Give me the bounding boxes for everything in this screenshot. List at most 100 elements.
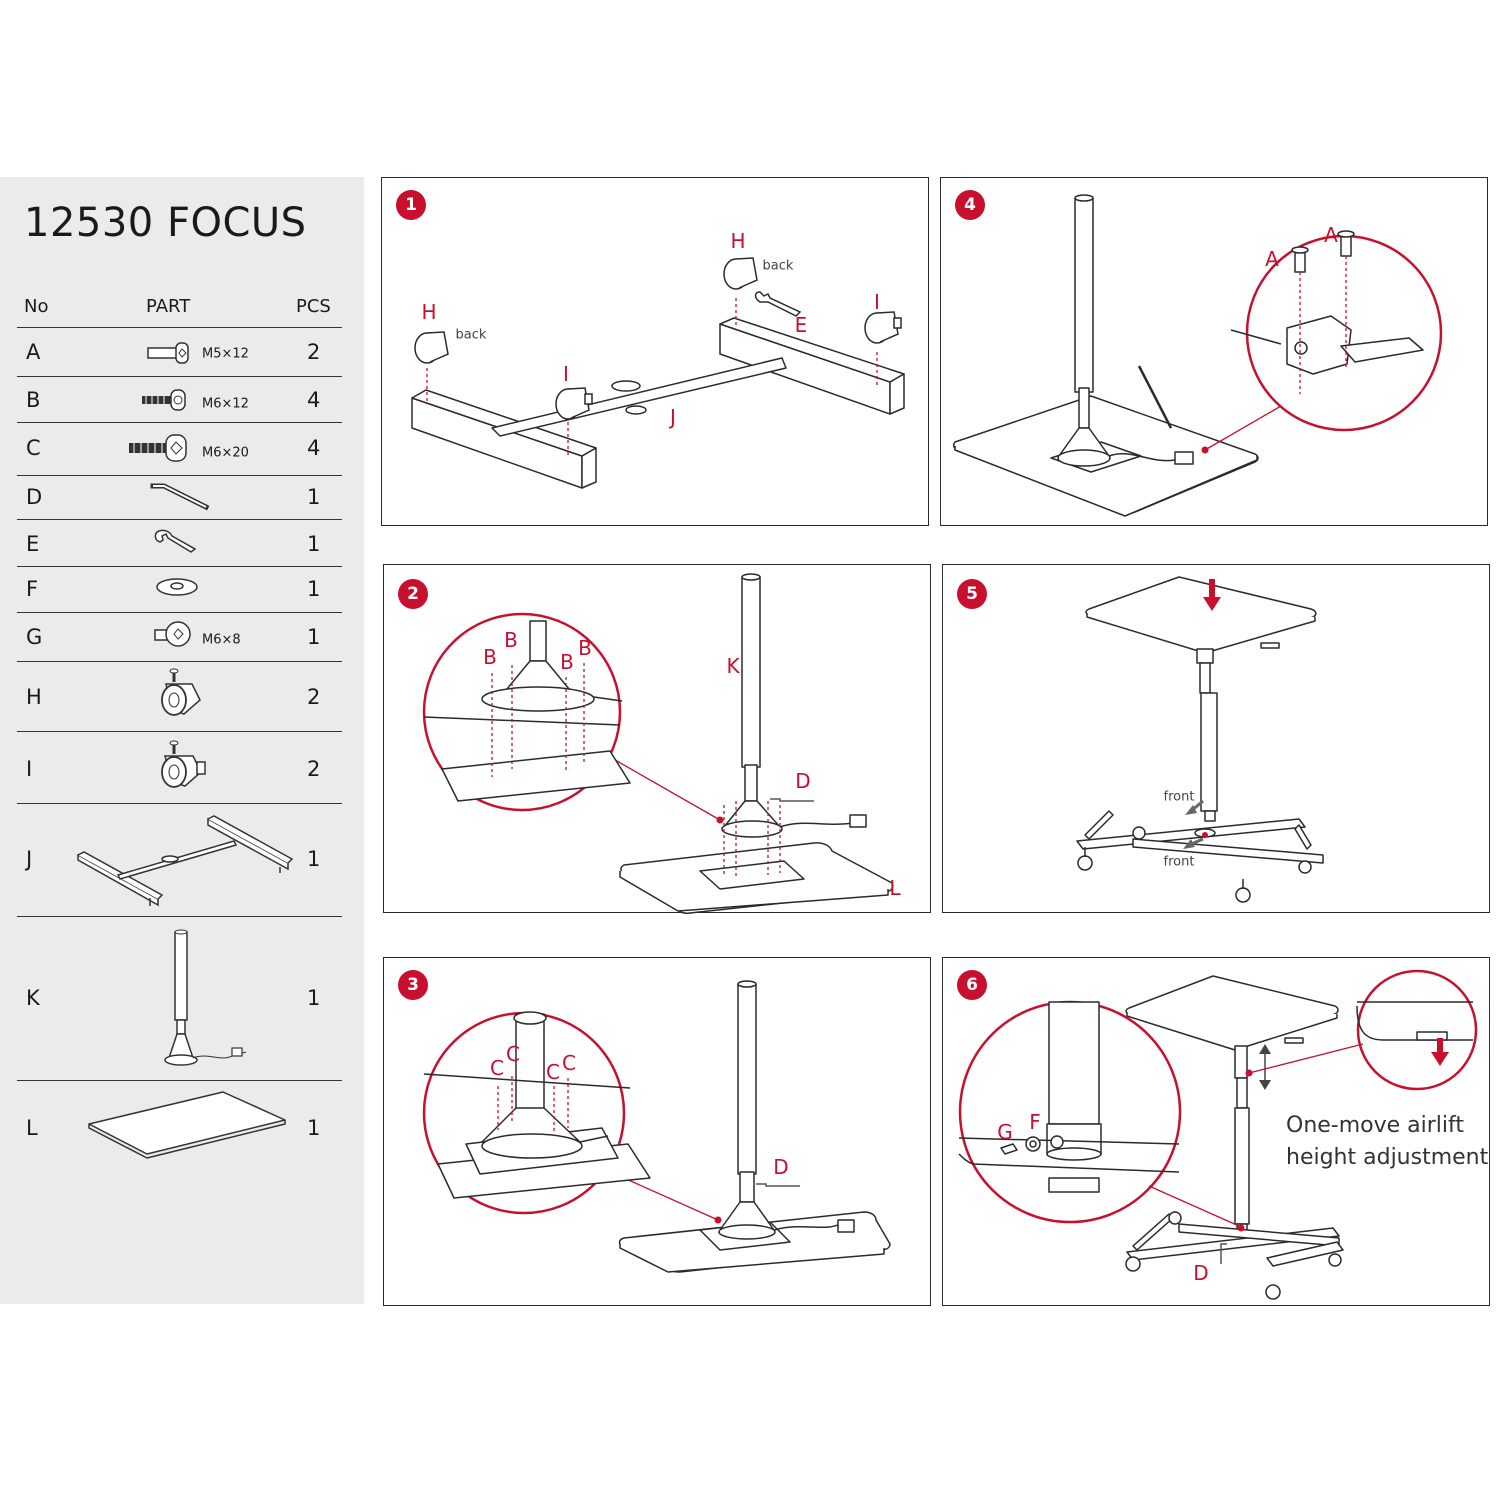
- callout-d: D: [1193, 1261, 1209, 1285]
- column-header-pcs: PCS: [296, 296, 331, 317]
- part-quantity: 1: [307, 986, 321, 1010]
- table-rule: [17, 327, 342, 328]
- callout-c: C: [490, 1056, 504, 1080]
- short-bolt-icon: [147, 342, 189, 364]
- table-rule: [17, 566, 342, 567]
- bolt-fastening-illustration: [422, 980, 891, 1273]
- part-quantity: 4: [307, 388, 321, 412]
- callout-c: C: [506, 1042, 520, 1066]
- table-rule: [17, 1080, 342, 1081]
- callout-back: back: [762, 258, 794, 274]
- base-assembly-illustration: [411, 257, 905, 489]
- part-number: E: [26, 532, 40, 556]
- column-header-no: No: [24, 296, 49, 317]
- callout-b: B: [578, 636, 592, 660]
- part-number: C: [26, 436, 41, 460]
- part-number: F: [26, 577, 39, 601]
- column-mount-illustration: [422, 573, 894, 914]
- callout-h: H: [730, 229, 746, 253]
- callout-e: E: [794, 313, 808, 337]
- washer-icon: [156, 578, 198, 596]
- table-rule: [17, 661, 342, 662]
- part-number: G: [26, 625, 43, 649]
- table-rule: [17, 519, 342, 520]
- part-spec: M6×8: [202, 632, 241, 648]
- step-1-panel: 1 H back I H back I E J: [381, 177, 929, 526]
- tabletop-mount-illustration: [1076, 576, 1324, 903]
- part-number: J: [26, 847, 33, 871]
- caption-line: height adjustment: [1286, 1145, 1489, 1170]
- long-bolt-icon: [129, 434, 187, 462]
- callout-front: front: [1163, 854, 1195, 870]
- part-number: D: [26, 485, 43, 509]
- table-rule: [17, 376, 342, 377]
- locking-caster-icon: [161, 740, 206, 788]
- step-3-panel: 3 C C C C D: [383, 957, 931, 1306]
- part-quantity: 2: [307, 340, 321, 364]
- part-number: I: [26, 757, 33, 781]
- bolt-icon: [142, 389, 186, 411]
- caption-line: One-move airlift: [1286, 1113, 1465, 1138]
- part-quantity: 1: [307, 532, 321, 556]
- callout-back: back: [455, 327, 487, 343]
- base-frame-icon: [77, 815, 294, 907]
- callout-b: B: [560, 650, 574, 674]
- step-4-panel: 4 A A: [940, 177, 1488, 526]
- callout-k: K: [726, 654, 740, 678]
- callout-d: D: [795, 769, 811, 793]
- wrench-icon: [154, 529, 197, 553]
- step-6-panel: 6 G F D: [942, 957, 1490, 1306]
- callout-g: G: [997, 1120, 1013, 1144]
- table-rule: [17, 731, 342, 732]
- step-number-badge: 1: [396, 190, 426, 220]
- callout-l: L: [889, 876, 901, 900]
- cap-screw-icon: [154, 621, 191, 647]
- column-header-part: PART: [146, 296, 191, 317]
- part-quantity: 1: [307, 577, 321, 601]
- part-quantity: 2: [307, 757, 321, 781]
- part-quantity: 2: [307, 685, 321, 709]
- part-number: A: [26, 340, 41, 364]
- part-number: H: [26, 685, 42, 709]
- step-number-badge: 4: [955, 190, 985, 220]
- callout-a: A: [1324, 223, 1338, 247]
- callout-d: D: [773, 1155, 789, 1179]
- callout-i: I: [563, 362, 569, 386]
- hex-key-icon: [150, 483, 210, 511]
- callout-i: I: [874, 290, 880, 314]
- step-5-panel: 5 front front: [942, 564, 1490, 913]
- table-rule: [17, 475, 342, 476]
- callout-b: B: [504, 628, 518, 652]
- column-icon: [164, 929, 247, 1066]
- tabletop-icon: [88, 1091, 286, 1159]
- step-number-badge: 2: [398, 579, 428, 609]
- part-spec: M6×20: [202, 445, 249, 461]
- step-number-badge: 3: [398, 970, 428, 1000]
- callout-f: F: [1029, 1110, 1041, 1134]
- callout-j: J: [670, 405, 676, 429]
- part-spec: M5×12: [202, 346, 249, 362]
- table-rule: [17, 422, 342, 423]
- callout-h: H: [421, 300, 437, 324]
- caster-icon: [161, 668, 201, 716]
- part-quantity: 1: [307, 847, 321, 871]
- callout-c: C: [546, 1060, 560, 1084]
- table-rule: [17, 803, 342, 804]
- callout-c: C: [562, 1051, 576, 1075]
- feature-caption: One-move airlift height adjustment: [1286, 1110, 1488, 1174]
- part-number: L: [26, 1116, 38, 1140]
- part-quantity: 1: [307, 1116, 321, 1140]
- part-quantity: 1: [307, 485, 321, 509]
- part-number: K: [26, 986, 40, 1010]
- step-number-badge: 5: [957, 579, 987, 609]
- table-rule: [17, 916, 342, 917]
- part-quantity: 4: [307, 436, 321, 460]
- pedal-mount-illustration: [952, 194, 1443, 517]
- part-spec: M6×12: [202, 396, 249, 412]
- callout-b: B: [483, 645, 497, 669]
- part-quantity: 1: [307, 625, 321, 649]
- callout-front: front: [1163, 789, 1195, 805]
- table-rule: [17, 612, 342, 613]
- product-title: 12530 FOCUS: [24, 200, 307, 246]
- part-number: B: [26, 388, 41, 412]
